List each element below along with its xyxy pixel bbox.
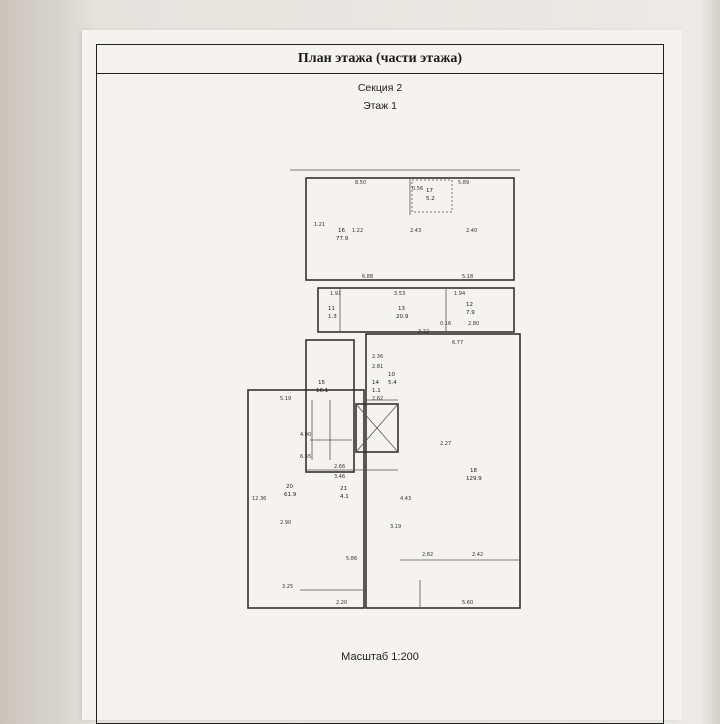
dim-label: 3.25 bbox=[282, 584, 293, 590]
dim-label: 2.43 bbox=[410, 228, 421, 234]
room-16-num: 16 bbox=[338, 228, 345, 234]
room-18-area: 129.9 bbox=[466, 476, 482, 482]
dim-label: 3.46 bbox=[334, 474, 345, 480]
room-21-area: 4.1 bbox=[340, 494, 349, 500]
plan-walls bbox=[247, 177, 521, 609]
dim-label: 5.89 bbox=[458, 180, 469, 186]
room-12-area: 7.9 bbox=[466, 310, 475, 316]
dim-label: 2.90 bbox=[280, 520, 291, 526]
dim-label: 8.50 bbox=[355, 180, 366, 186]
dim-label: 1.91 bbox=[330, 291, 341, 297]
scale-label: Масштаб 1:200 bbox=[341, 651, 419, 663]
room-11-num: 11 bbox=[328, 306, 335, 312]
room-14-num: 14 bbox=[372, 380, 379, 386]
room-20-num: 20 bbox=[286, 484, 293, 490]
dim-label: 0.56 bbox=[412, 186, 423, 192]
room-12-num: 12 bbox=[466, 302, 473, 308]
plan-inner-lines bbox=[290, 169, 520, 608]
dim-label: 3.53 bbox=[394, 291, 405, 297]
dim-label: 2.20 bbox=[336, 600, 347, 606]
room-18-num: 18 bbox=[470, 468, 477, 474]
room-10-num: 10 bbox=[388, 372, 395, 378]
paper-sheet bbox=[82, 30, 682, 720]
floor-label: Этаж 1 bbox=[363, 100, 397, 112]
plan-title: План этажа (части этажа) bbox=[297, 51, 463, 66]
dim-label: 5.19 bbox=[280, 396, 291, 402]
dim-label: 5.60 bbox=[462, 600, 473, 606]
title-row: План этажа (части этажа) bbox=[97, 45, 663, 74]
dim-label: 6.65 bbox=[300, 454, 311, 460]
room-16-area: 77.9 bbox=[336, 236, 349, 242]
dim-label: 2.66 bbox=[334, 464, 345, 470]
dim-label: 2.40 bbox=[466, 228, 477, 234]
dim-label: 2.80 bbox=[468, 321, 479, 327]
dim-label: 1.94 bbox=[454, 291, 465, 297]
room-15-num: 15 bbox=[318, 380, 325, 386]
dim-label: 2.62 bbox=[372, 396, 383, 402]
dim-label: 2.82 bbox=[422, 552, 433, 558]
dim-label: 5.86 bbox=[346, 556, 357, 562]
dimension-labels: 8.50 5.89 0.56 1.21 1.22 2.40 2.43 6.88 … bbox=[252, 180, 483, 606]
room-20-area: 61.9 bbox=[284, 492, 297, 498]
dim-label: 6.77 bbox=[452, 340, 463, 346]
dim-label: 3.22 bbox=[418, 329, 429, 335]
section-label: Секция 2 bbox=[357, 82, 403, 94]
room-10-area: 5.4 bbox=[388, 380, 397, 386]
room-14-area: 1.1 bbox=[372, 388, 381, 394]
dim-label: 1.22 bbox=[352, 228, 363, 234]
dim-label: 1.21 bbox=[314, 222, 325, 228]
dim-label: 6.88 bbox=[362, 274, 373, 280]
room-17-num: 17 bbox=[426, 188, 433, 194]
dim-label: 2.81 bbox=[372, 364, 383, 370]
room-17-area: 5.2 bbox=[426, 196, 435, 202]
dim-label: 2.27 bbox=[440, 441, 451, 447]
room-labels: 17 5.2 16 77.9 11 1.3 13 20.9 12 7.9 10 … bbox=[284, 188, 482, 500]
dim-label: 4.43 bbox=[400, 496, 411, 502]
room-13-num: 13 bbox=[398, 306, 405, 312]
dim-label: 0.16 bbox=[440, 321, 451, 327]
dim-label: 2.42 bbox=[472, 552, 483, 558]
room-21-num: 21 bbox=[340, 486, 347, 492]
room-15-area: 16.1 bbox=[316, 388, 328, 394]
dim-label: 3.19 bbox=[390, 524, 401, 530]
dim-label: 12.36 bbox=[252, 496, 266, 502]
room-11-area: 1.3 bbox=[328, 314, 337, 320]
dim-label: 4.90 bbox=[300, 432, 311, 438]
dim-label: 2.36 bbox=[372, 354, 383, 360]
room-13-area: 20.9 bbox=[396, 314, 409, 320]
dim-label: 5.18 bbox=[462, 274, 473, 280]
